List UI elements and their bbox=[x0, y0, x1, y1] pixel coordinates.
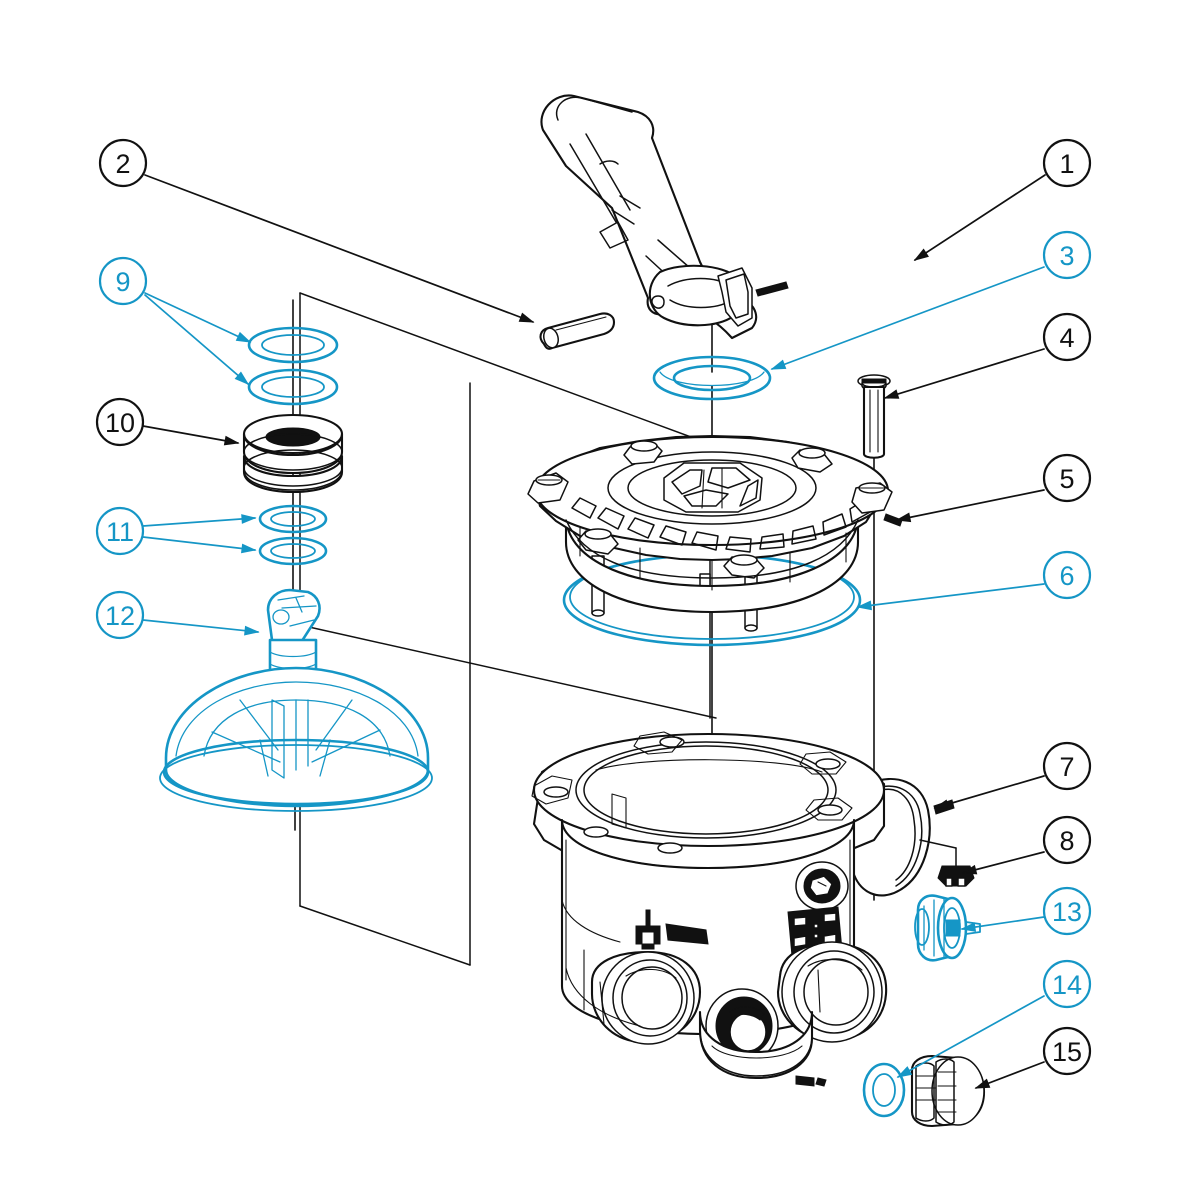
callout-14[interactable]: 14 bbox=[896, 959, 1092, 1078]
callout-15-arrowhead bbox=[974, 1078, 991, 1089]
callout-8-bubble[interactable] bbox=[1042, 815, 1092, 865]
callout-8[interactable]: 8 bbox=[961, 815, 1092, 875]
callout-7-bubble[interactable] bbox=[1042, 741, 1092, 791]
callout-3-bubble[interactable] bbox=[1042, 230, 1092, 280]
callout-6[interactable]: 6 bbox=[856, 550, 1092, 611]
callout-3[interactable]: 3 bbox=[770, 230, 1092, 370]
part-rotor-diverter bbox=[159, 588, 433, 812]
part-upper-o-rings bbox=[247, 326, 339, 406]
callout-12-arrowhead bbox=[244, 625, 260, 636]
callout-8-leader bbox=[962, 851, 1045, 874]
callout-9-number: 9 bbox=[115, 267, 130, 297]
callout-14-number: 14 bbox=[1052, 970, 1082, 1000]
callout-9-leader bbox=[144, 292, 251, 343]
callout-1-bubble[interactable] bbox=[1042, 138, 1092, 188]
callout-5-leader bbox=[896, 489, 1045, 521]
part-compression-spring bbox=[242, 413, 344, 494]
callout-14-bubble[interactable] bbox=[1042, 959, 1092, 1009]
callout-7-number: 7 bbox=[1059, 752, 1074, 782]
callout-11-arrowhead bbox=[241, 543, 257, 554]
callout-14-leader bbox=[897, 995, 1045, 1078]
callout-2-arrowhead bbox=[518, 312, 535, 323]
part-drain-plug-o-ring bbox=[862, 1062, 906, 1118]
callout-3-arrowhead bbox=[770, 359, 787, 370]
body-embossed-marking bbox=[635, 909, 709, 950]
part-body-nut bbox=[919, 839, 975, 887]
part-cover-screw bbox=[857, 374, 891, 459]
callout-12-bubble[interactable] bbox=[95, 590, 145, 640]
callout-4-bubble[interactable] bbox=[1042, 312, 1092, 362]
callout-5-number: 5 bbox=[1059, 464, 1074, 494]
callout-10-arrowhead bbox=[223, 435, 240, 446]
callout-5-bubble[interactable] bbox=[1042, 453, 1092, 503]
part-handle-pin bbox=[539, 312, 616, 350]
callout-10-leader bbox=[142, 425, 239, 444]
part-drain-plug bbox=[910, 1054, 986, 1128]
callout-13-bubble[interactable] bbox=[1042, 886, 1092, 936]
callout-13[interactable]: 13 bbox=[960, 886, 1092, 936]
callout-14-arrowhead bbox=[896, 1066, 913, 1078]
callout-9-arrowhead bbox=[234, 371, 250, 386]
callout-10[interactable]: 10 bbox=[95, 397, 240, 447]
callout-3-number: 3 bbox=[1059, 241, 1074, 271]
callout-9-leader bbox=[144, 294, 249, 385]
callout-12[interactable]: 12 bbox=[95, 590, 260, 640]
callout-11-number: 11 bbox=[106, 517, 134, 547]
callout-1-number: 1 bbox=[1059, 149, 1074, 179]
callout-2[interactable]: 2 bbox=[98, 138, 535, 323]
callout-6-leader bbox=[857, 583, 1045, 608]
callout-11-leader bbox=[142, 517, 256, 527]
callout-7-arrowhead bbox=[933, 799, 950, 809]
callout-6-number: 6 bbox=[1059, 561, 1074, 591]
callout-13-arrowhead bbox=[960, 922, 977, 932]
callout-11-bubble[interactable] bbox=[95, 506, 145, 556]
callout-3-leader bbox=[771, 266, 1045, 370]
callout-4-number: 4 bbox=[1059, 323, 1074, 353]
callout-2-number: 2 bbox=[115, 149, 130, 179]
callout-10-number: 10 bbox=[105, 408, 135, 438]
callout-9-bubble[interactable] bbox=[98, 256, 148, 306]
callout-6-bubble[interactable] bbox=[1042, 550, 1092, 600]
callout-5[interactable]: 5 bbox=[895, 453, 1092, 523]
callout-7-leader bbox=[934, 775, 1045, 809]
part-valve-body bbox=[531, 731, 955, 1087]
callout-2-bubble[interactable] bbox=[98, 138, 148, 188]
part-lower-o-rings bbox=[258, 504, 328, 566]
callout-4-arrowhead bbox=[883, 389, 900, 399]
callout-11[interactable]: 11 bbox=[95, 506, 257, 556]
callout-10-bubble[interactable] bbox=[95, 397, 145, 447]
callout-7[interactable]: 7 bbox=[933, 741, 1092, 809]
cover-hex-socket bbox=[663, 462, 763, 513]
part-valve-cover bbox=[527, 434, 903, 632]
callout-11-leader bbox=[142, 536, 256, 551]
callout-1[interactable]: 1 bbox=[913, 138, 1092, 261]
callout-9-arrowhead bbox=[235, 331, 252, 343]
callout-8-number: 8 bbox=[1059, 826, 1074, 856]
callout-2-leader bbox=[144, 174, 534, 323]
callout-6-arrowhead bbox=[856, 600, 872, 611]
callout-5-arrowhead bbox=[895, 512, 912, 523]
part-handle-lever bbox=[540, 94, 789, 340]
callout-4[interactable]: 4 bbox=[883, 312, 1092, 399]
part-handle-o-ring bbox=[652, 355, 772, 401]
callout-4-leader bbox=[884, 348, 1045, 399]
callout-11-arrowhead bbox=[241, 514, 257, 524]
callout-1-arrowhead bbox=[913, 248, 929, 261]
callout-1-leader bbox=[914, 174, 1046, 261]
callout-8-arrowhead bbox=[961, 864, 978, 875]
callout-15-bubble[interactable] bbox=[1042, 1026, 1092, 1076]
callout-13-number: 13 bbox=[1052, 897, 1082, 927]
callout-15-number: 15 bbox=[1052, 1037, 1082, 1067]
callout-12-number: 12 bbox=[105, 601, 135, 631]
callout-13-leader bbox=[961, 916, 1045, 930]
callout-9[interactable]: 9 bbox=[98, 256, 252, 386]
callout-15[interactable]: 15 bbox=[974, 1026, 1092, 1089]
callout-12-leader bbox=[142, 619, 259, 633]
cover-scallop-band bbox=[571, 497, 873, 553]
